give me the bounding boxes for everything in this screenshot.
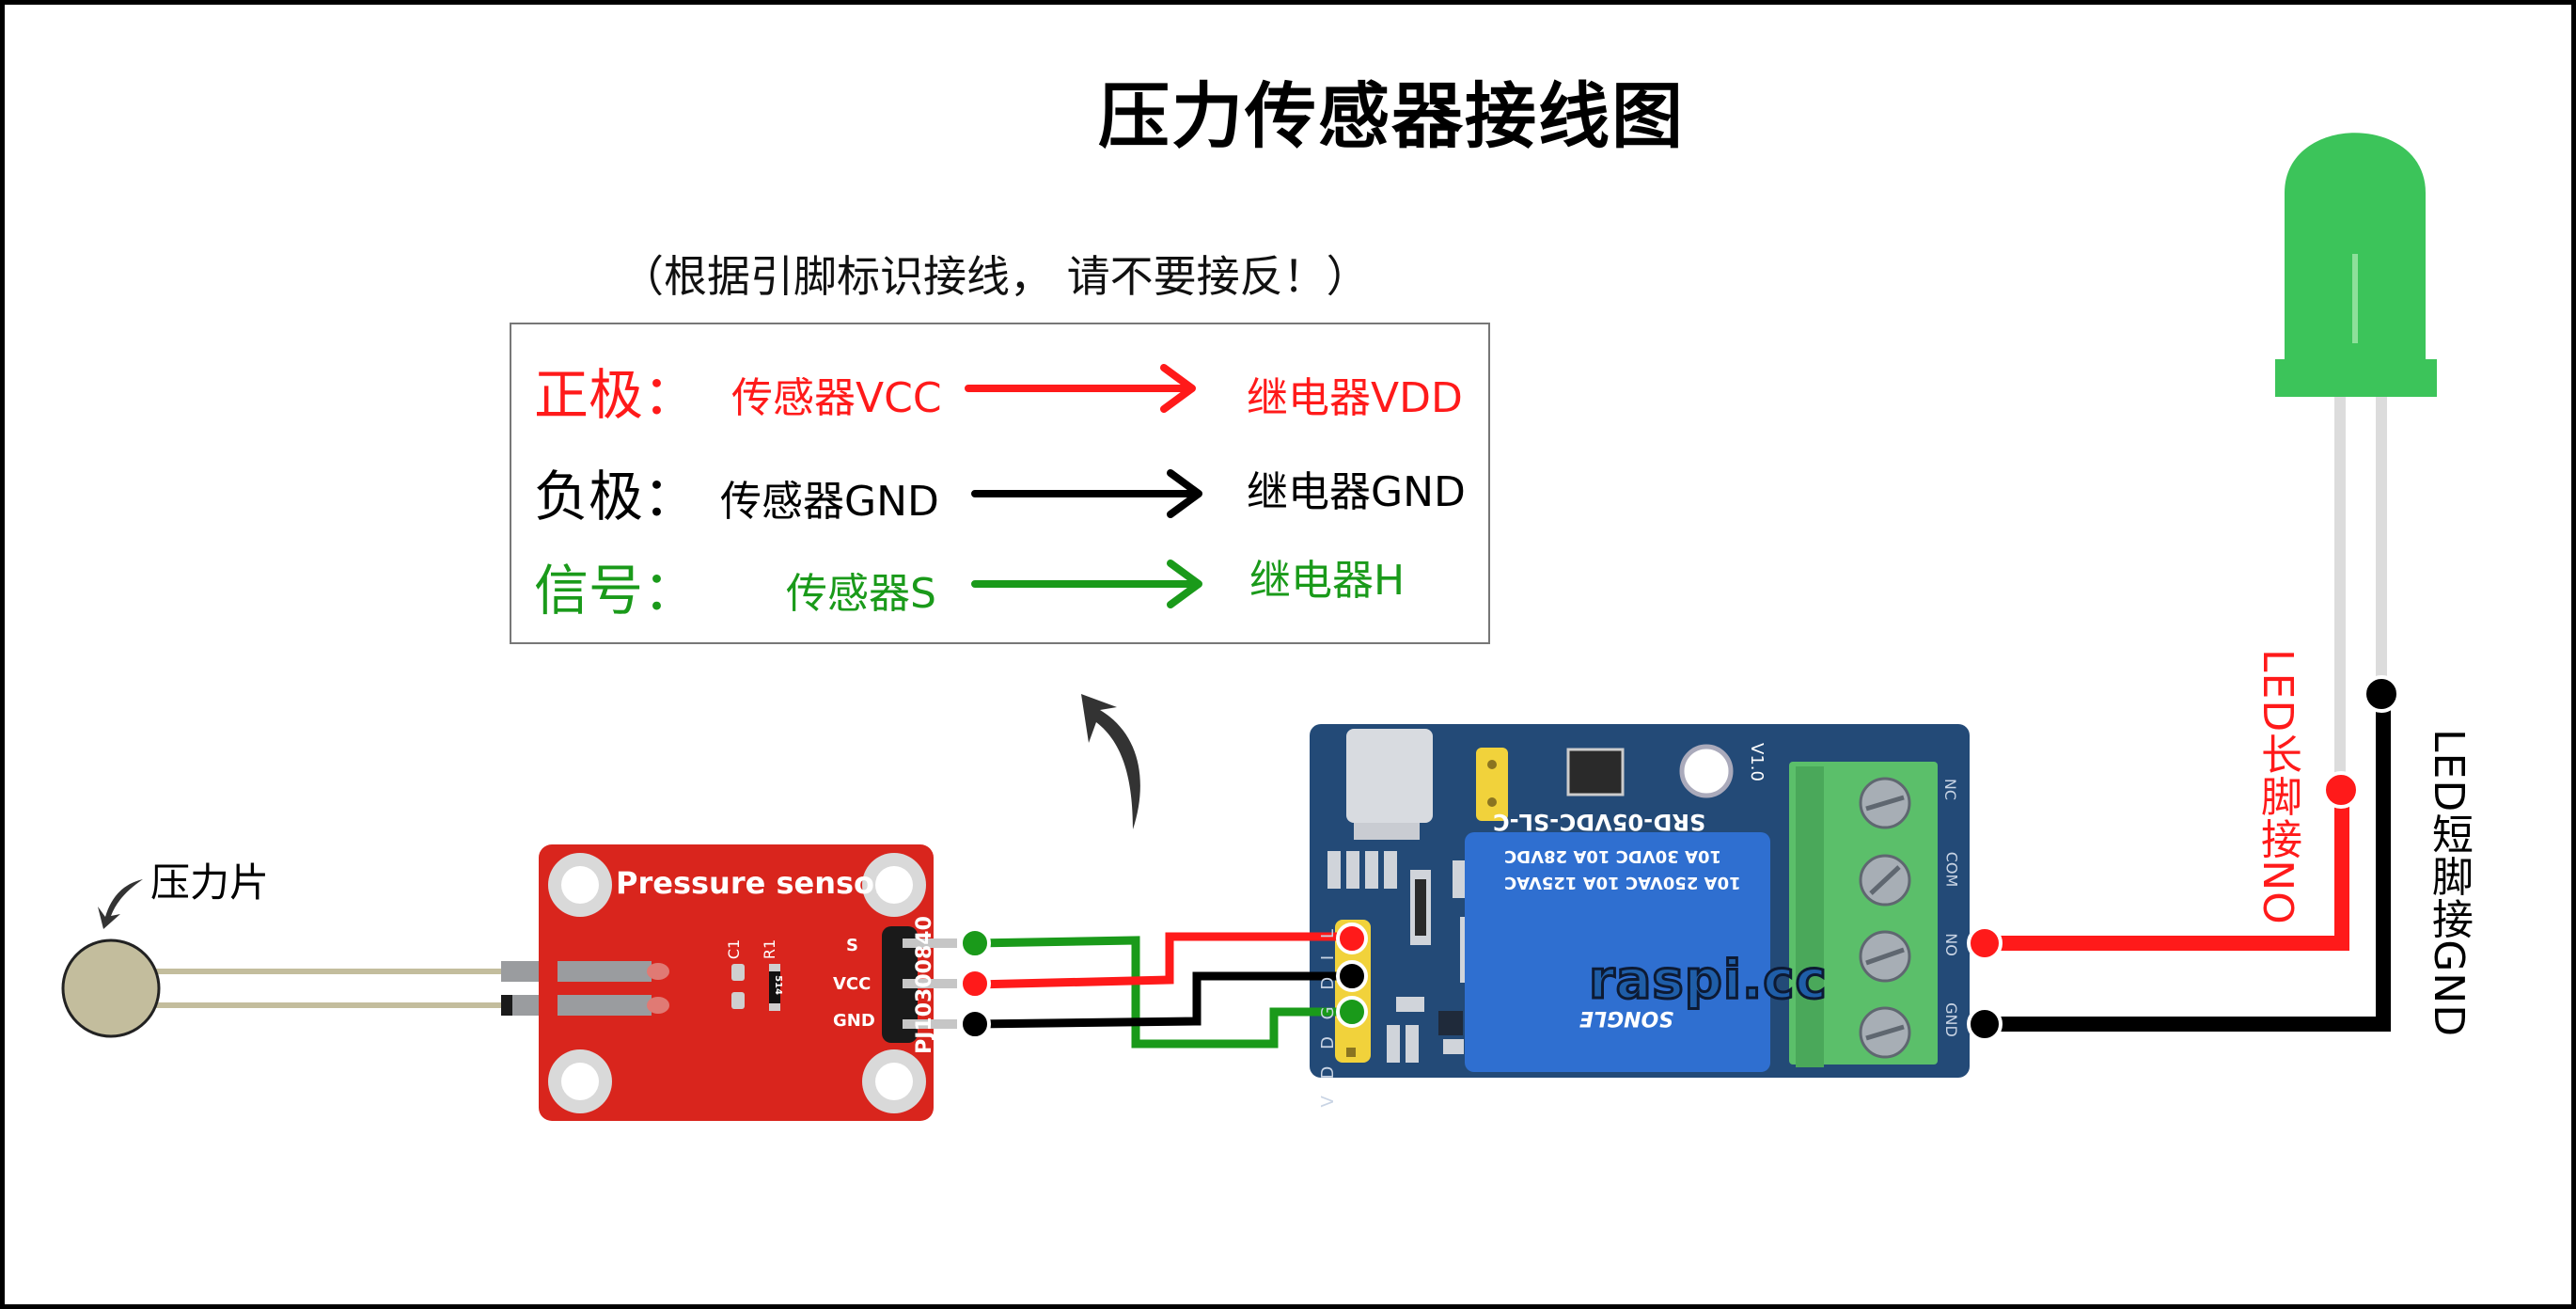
arrow-icon [965, 364, 1196, 413]
board-version: V1.0 [1746, 743, 1767, 781]
led-long-leg-label: LED长脚接NO [2254, 649, 2301, 925]
gnd-to-led-wire [1985, 694, 2391, 1032]
legend-row-positive: 正极： 传感器VCC 继电器VDD [511, 351, 1488, 427]
legend-target: 继电器H [1249, 557, 1406, 605]
screw-terminal-block [1789, 762, 1938, 1065]
sensor-pin-gnd-dot [959, 1008, 991, 1040]
sensor-pin-s-label: S [846, 936, 858, 955]
legend-target: 继电器VDD [1247, 374, 1463, 422]
pressure-pad-label: 压力片 [150, 860, 270, 906]
sensor-pin-s-dot [959, 927, 991, 959]
legend-row-signal: 信号： 传感器S 继电器H [511, 546, 1488, 623]
legend-row-negative: 负极： 传感器GND 继电器GND [511, 452, 1488, 528]
sensor-board-name: Pressure sensor [616, 865, 889, 901]
legend-category: 负极： [534, 465, 699, 528]
led-long-leg-dot [2322, 771, 2360, 809]
legend-source: 传感器S [786, 570, 936, 618]
sensor-pin-vcc-label: VCC [833, 974, 872, 994]
watermark: raspi.cc [1588, 949, 1829, 1013]
terminal-nc-label: NC [1941, 778, 1960, 801]
pad-pointer-arrow-icon [98, 879, 143, 929]
pressure-pad [61, 938, 558, 1038]
relay-input-pin-labels: V D D G D I L [1318, 923, 1338, 1108]
green-led [2275, 133, 2437, 790]
relay-pin-vdd-dot [1336, 923, 1368, 954]
component-c1-label: C1 [725, 938, 744, 960]
vcc-wire [974, 932, 1351, 989]
sensor-pin-gnd-label: GND [833, 1011, 875, 1031]
no-to-led-wire [1985, 790, 2349, 951]
relay-gnd-dot [1967, 1006, 2003, 1042]
legend-source: 传感器GND [720, 478, 939, 526]
wiring-instruction: （根据引脚标识接线， 请不要接反！） [620, 251, 1370, 302]
legend-category: 正极： [534, 363, 699, 427]
relay-pin-in-dot [1336, 996, 1368, 1028]
wiring-legend: 正极： 传感器VCC 继电器VDD 负极： 传感器GND 继电器GND 信号： … [510, 323, 1490, 644]
relay-pin-gnd-dot [1336, 960, 1368, 992]
relay-rating-line: 10A 30VDC 10A 28VDC [1504, 846, 1722, 866]
usb-c-port [1346, 729, 1433, 823]
component-r1-label: R1 [761, 938, 779, 960]
sensor-part-number: PJ10300840 [912, 916, 936, 1054]
terminal-com-label: COM [1942, 851, 1961, 888]
relay-module-board [1310, 724, 1970, 1078]
resistor-code: 514 [772, 975, 783, 995]
led-short-leg-dot [2363, 675, 2400, 713]
signal-wire [974, 936, 1351, 1049]
terminal-no-label: NO [1941, 933, 1960, 956]
gnd-wire [974, 971, 1351, 1029]
relay-component [1465, 832, 1770, 1072]
legend-target: 继电器GND [1247, 468, 1466, 516]
arrow-icon [971, 469, 1202, 518]
led-short-leg-label: LED短脚接GND [2425, 729, 2473, 1038]
pressure-sensor-board [539, 844, 957, 1121]
diagram-title: 压力传感器接线图 [1098, 74, 1685, 158]
terminal-gnd-label: GND [1941, 1002, 1960, 1037]
relay-no-dot [1967, 925, 2003, 961]
curved-arrow-icon [1081, 694, 1140, 829]
relay-rating-line: 10A 250VAC 10A 125VAC [1504, 873, 1741, 892]
signal-wires [974, 932, 1351, 1049]
legend-source: 传感器VCC [731, 374, 942, 422]
arrow-icon [971, 560, 1202, 608]
legend-category: 信号： [534, 559, 699, 623]
sensor-pin-vcc-dot [959, 968, 991, 1000]
relay-model: SRD-05VDC-SL-C [1493, 809, 1706, 835]
